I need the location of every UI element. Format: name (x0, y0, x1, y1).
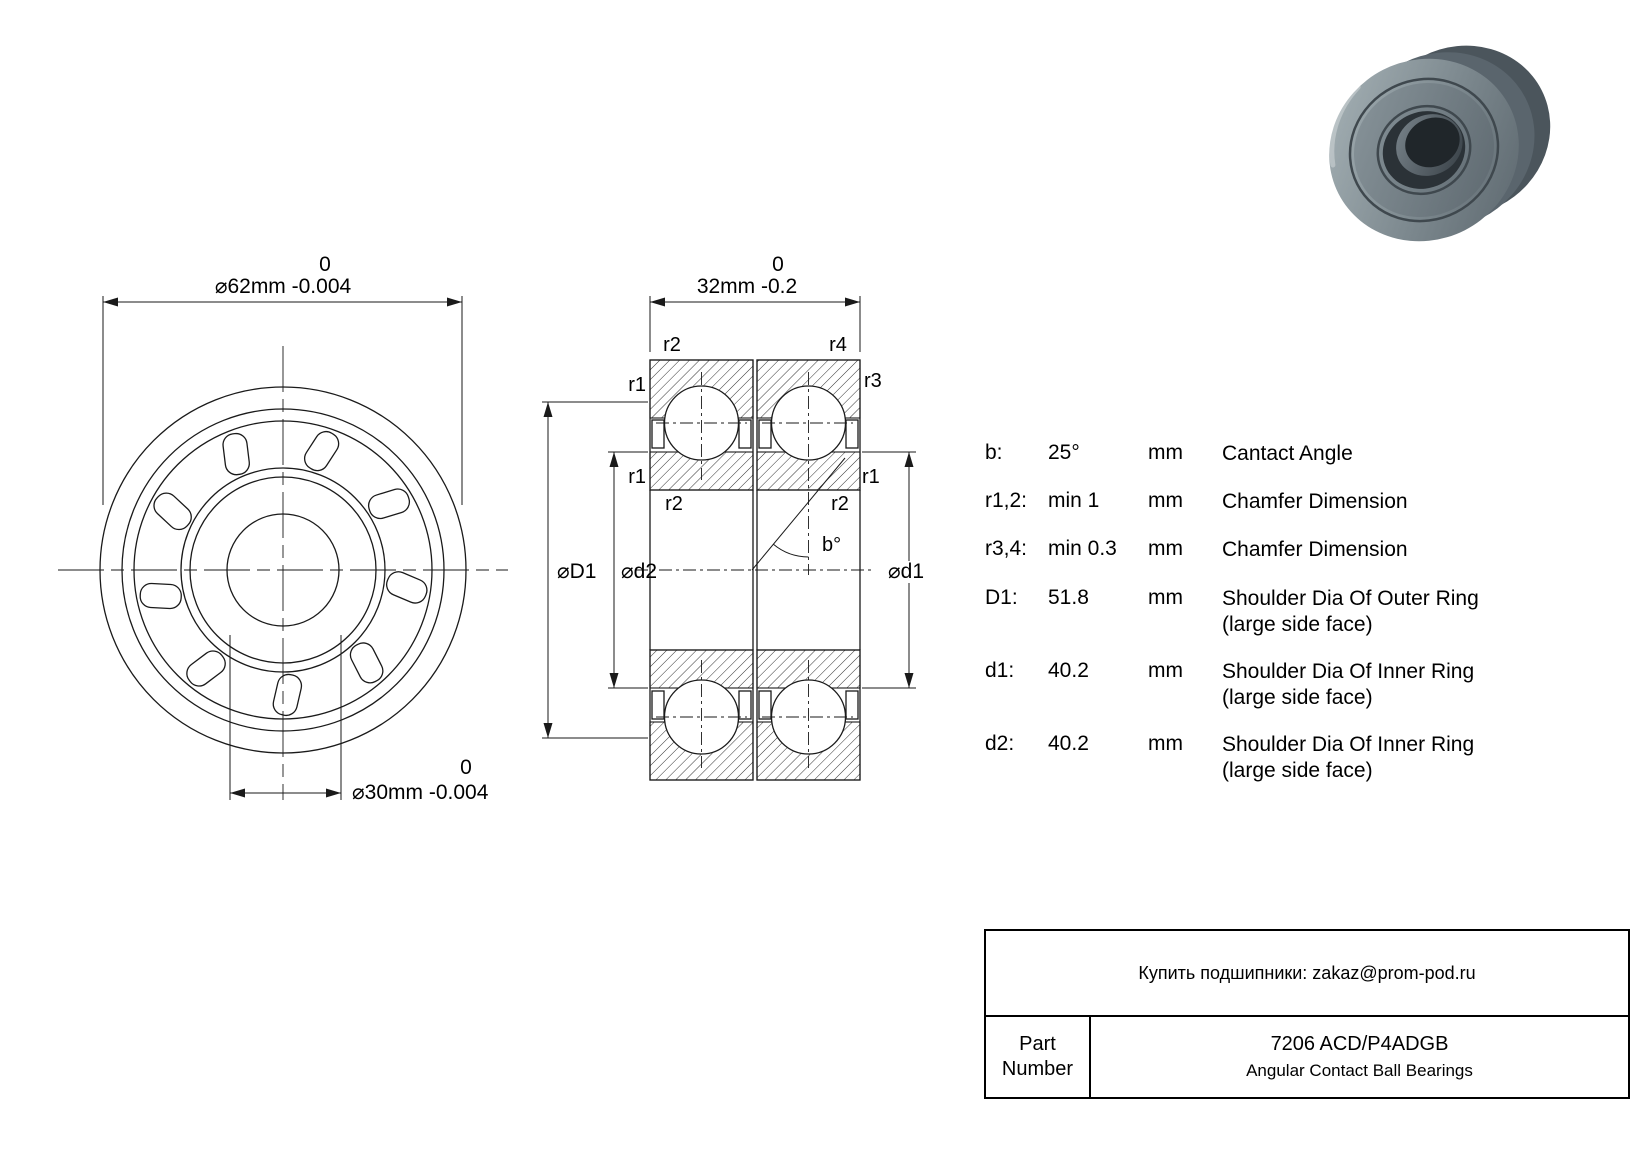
bearing-3d-image (1329, 45, 1551, 242)
part-number-cell: 7206 ACD/P4ADGB Angular Contact Ball Bea… (1091, 1017, 1628, 1097)
title-block: Купить подшипники: zakaz@prom-pod.ru Par… (984, 929, 1630, 1099)
bore-diameter-label: ⌀30mm -0.004 (352, 781, 489, 804)
r2-top-left-label: r2 (663, 334, 681, 356)
section-centerlines (635, 372, 875, 768)
contact-email-text: Купить подшипники: zakaz@prom-pod.ru (1138, 962, 1476, 983)
r1-mid-left-label: r1 (628, 466, 646, 488)
r2-low-left-label: r2 (665, 493, 683, 515)
section-dim-d1: ⌀d1 (862, 451, 938, 689)
outer-diameter-label: ⌀62mm -0.004 (215, 275, 352, 298)
front-dim-outer: ⌀62mm -0.004 0 (102, 253, 463, 505)
part-label-line1: Part (1019, 1033, 1056, 1055)
front-dim-bore: ⌀30mm -0.004 0 (229, 635, 489, 804)
part-number-value: 7206 ACD/P4ADGB (1270, 1033, 1449, 1055)
contact-angle: b° (751, 457, 846, 571)
r1-mid-right-label: r1 (862, 466, 880, 488)
width-dimension-label: 32mm -0.2 (697, 275, 797, 298)
D1-dimension-label: ⌀D1 (557, 560, 597, 583)
r4-top-right-label: r4 (829, 334, 847, 356)
part-label-line2: Number (1001, 1058, 1074, 1080)
width-tolerance-upper: 0 (772, 253, 784, 276)
section-dim-D1: ⌀D1 (542, 401, 648, 739)
r3-top-right-label: r3 (864, 370, 882, 392)
r2-low-right-label: r2 (831, 493, 849, 515)
front-view-rings (99, 386, 467, 754)
d1-dimension-label: ⌀d1 (888, 560, 924, 583)
part-type: Angular Contact Ball Bearings (1246, 1061, 1473, 1080)
outer-diameter-tolerance-upper: 0 (319, 253, 331, 276)
cage-pockets (651, 419, 859, 720)
front-view: ⌀62mm -0.004 0 ⌀30mm -0.004 0 (58, 253, 508, 804)
r1-top-left-label: r1 (628, 374, 646, 396)
section-view: b° 32mm -0.2 0 ⌀D1 ⌀d2 (542, 253, 938, 781)
contact-angle-label: b° (822, 534, 841, 556)
bore-diameter-tolerance-upper: 0 (460, 756, 472, 779)
section-outlines (649, 359, 861, 781)
section-dim-d2: ⌀d2 (608, 451, 657, 689)
section-dim-width: 32mm -0.2 0 (649, 253, 861, 352)
part-number-label: Part Number (986, 1017, 1091, 1097)
chamfer-labels: r2 r4 r1 r3 r1 r2 r1 r2 (628, 334, 882, 515)
d2-dimension-label: ⌀d2 (621, 560, 657, 583)
cage-slots (139, 430, 428, 717)
